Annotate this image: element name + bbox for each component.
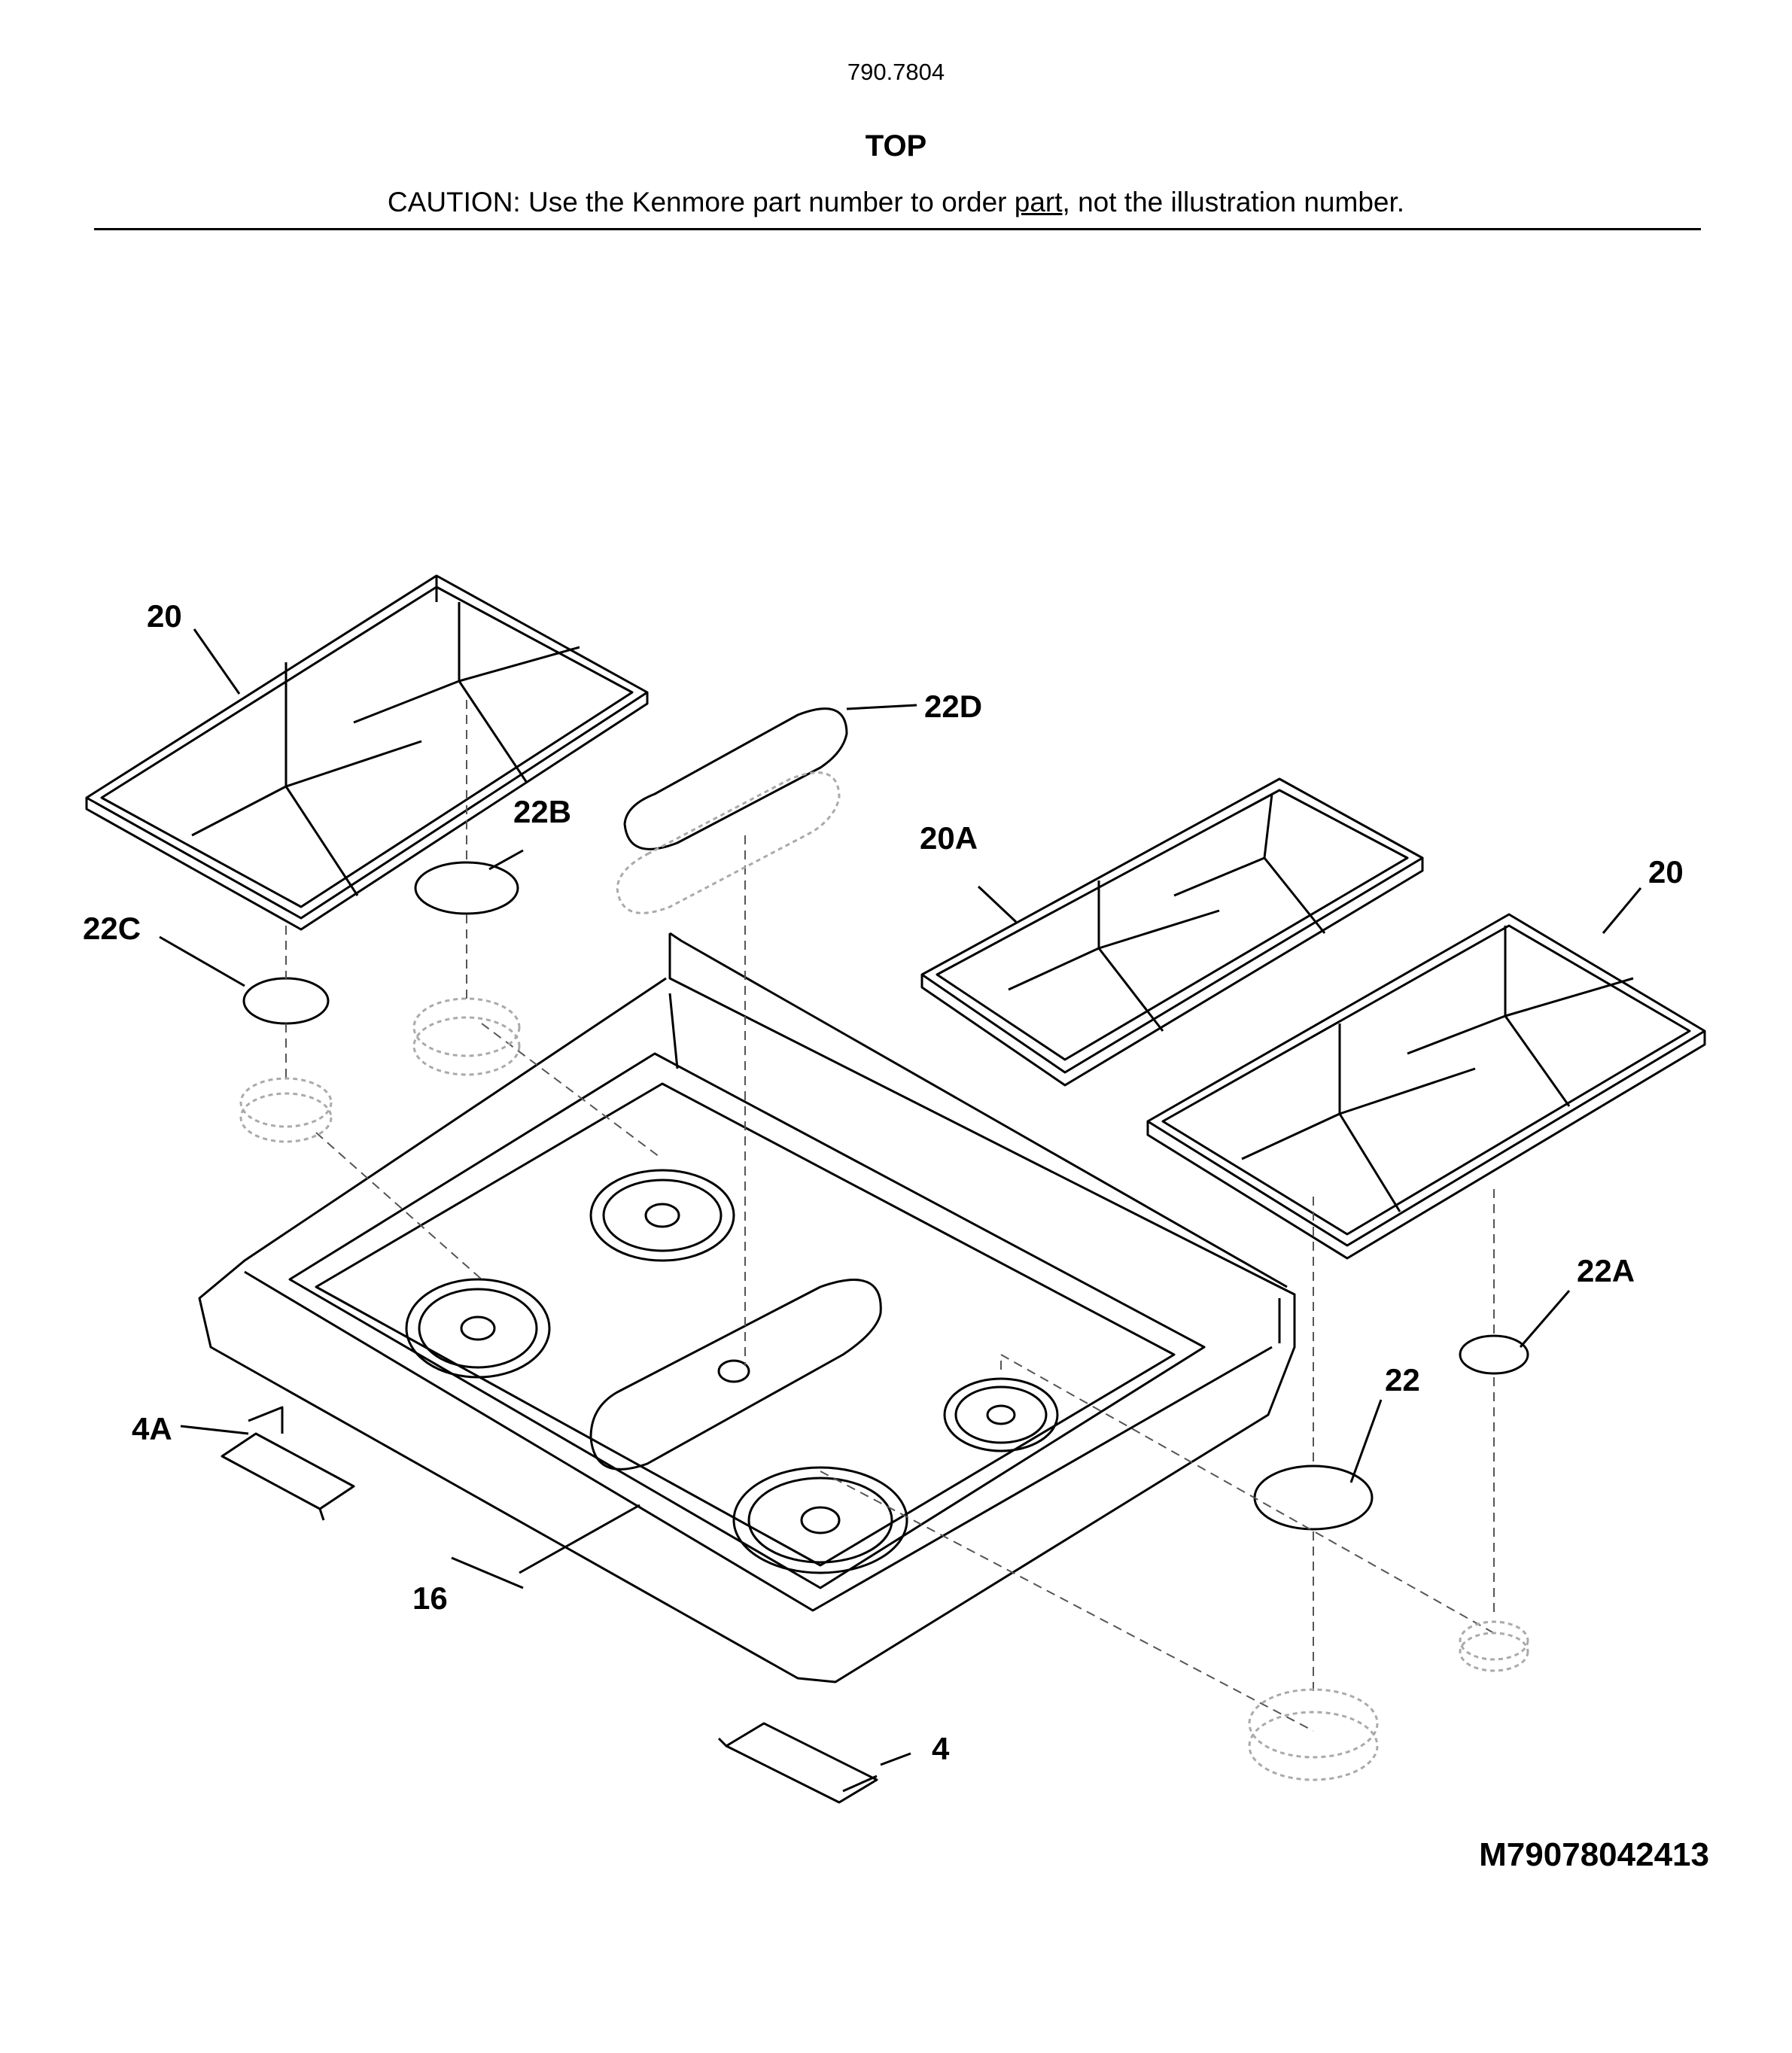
cooktop-main-top	[198, 932, 1296, 1683]
callout-20-left[interactable]: 20	[147, 598, 182, 634]
callout-16[interactable]: 16	[412, 1580, 448, 1616]
diagram-code: M79078042413	[1479, 1836, 1709, 1873]
callout-20-right[interactable]: 20	[1648, 854, 1684, 890]
burner-port-rear	[589, 1169, 735, 1262]
burner-base-22	[1248, 1688, 1379, 1781]
cap-22a	[1459, 1334, 1529, 1375]
callout-22d[interactable]: 22D	[924, 689, 983, 724]
grate-right	[1146, 913, 1706, 1260]
burner-base-oval	[616, 771, 841, 914]
bracket-4	[717, 1722, 878, 1804]
bracket-4a	[221, 1406, 355, 1521]
grate-center	[920, 777, 1424, 1087]
callout-4[interactable]: 4	[932, 1731, 950, 1766]
burner-base-22b	[412, 997, 521, 1076]
burner-port-right	[943, 1377, 1059, 1452]
callout-22[interactable]: 22	[1385, 1362, 1420, 1398]
grate-left	[85, 574, 649, 931]
burner-base-22c	[239, 1077, 333, 1143]
burner-port-front	[732, 1466, 908, 1574]
callout-20a[interactable]: 20A	[920, 820, 978, 856]
callout-22b[interactable]: 22B	[513, 794, 572, 829]
cap-oval-22d	[623, 707, 848, 850]
burner-port-center-oval	[589, 1279, 882, 1471]
header-divider	[94, 228, 1701, 230]
callout-22c[interactable]: 22C	[83, 911, 141, 946]
caution-notice: CAUTION: Use the Kenmore part number to …	[0, 187, 1792, 218]
caution-prefix: CAUTION: Use the Kenmore part number to …	[387, 187, 1015, 217]
cap-22b	[414, 861, 519, 915]
caution-part-link[interactable]: part	[1014, 187, 1063, 217]
section-title: TOP	[865, 129, 927, 163]
burner-base-22a	[1459, 1620, 1529, 1672]
model-number: 790.7804	[847, 59, 945, 85]
callout-4a[interactable]: 4A	[132, 1411, 172, 1446]
cap-22c	[242, 977, 330, 1025]
burner-port-left	[405, 1278, 551, 1379]
caution-suffix: , not the illustration number.	[1062, 187, 1405, 217]
callout-22a[interactable]: 22A	[1577, 1253, 1635, 1288]
